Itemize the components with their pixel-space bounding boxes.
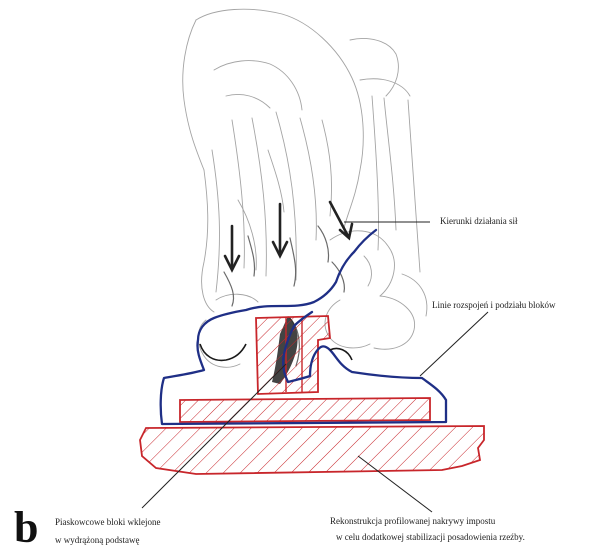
reconstruction-plate bbox=[180, 398, 430, 422]
leader-fracture-lines bbox=[420, 312, 488, 376]
reconstruction-slab bbox=[140, 426, 484, 474]
label-fracture-lines: Linie rozspojeń i podziału bloków bbox=[432, 300, 555, 311]
down-arrow-icon bbox=[225, 226, 239, 270]
sculpture-sketch bbox=[183, 9, 427, 367]
down-arrow-icon bbox=[273, 204, 287, 256]
panel-letter: b bbox=[14, 506, 38, 550]
label-force-directions: Kierunki działania sił bbox=[440, 216, 517, 227]
label-sandstone-blocks-1: Piaskowcowe bloki wklejone bbox=[55, 517, 160, 528]
label-reconstruction-2: w celu dodatkowej stabilizacji posadowie… bbox=[336, 532, 525, 543]
label-sandstone-blocks-2: w wydrążoną podstawę bbox=[55, 535, 139, 546]
label-reconstruction-1: Rekonstrukcja profilowanej nakrywy impos… bbox=[330, 516, 495, 527]
down-arrow-icon bbox=[330, 202, 352, 238]
